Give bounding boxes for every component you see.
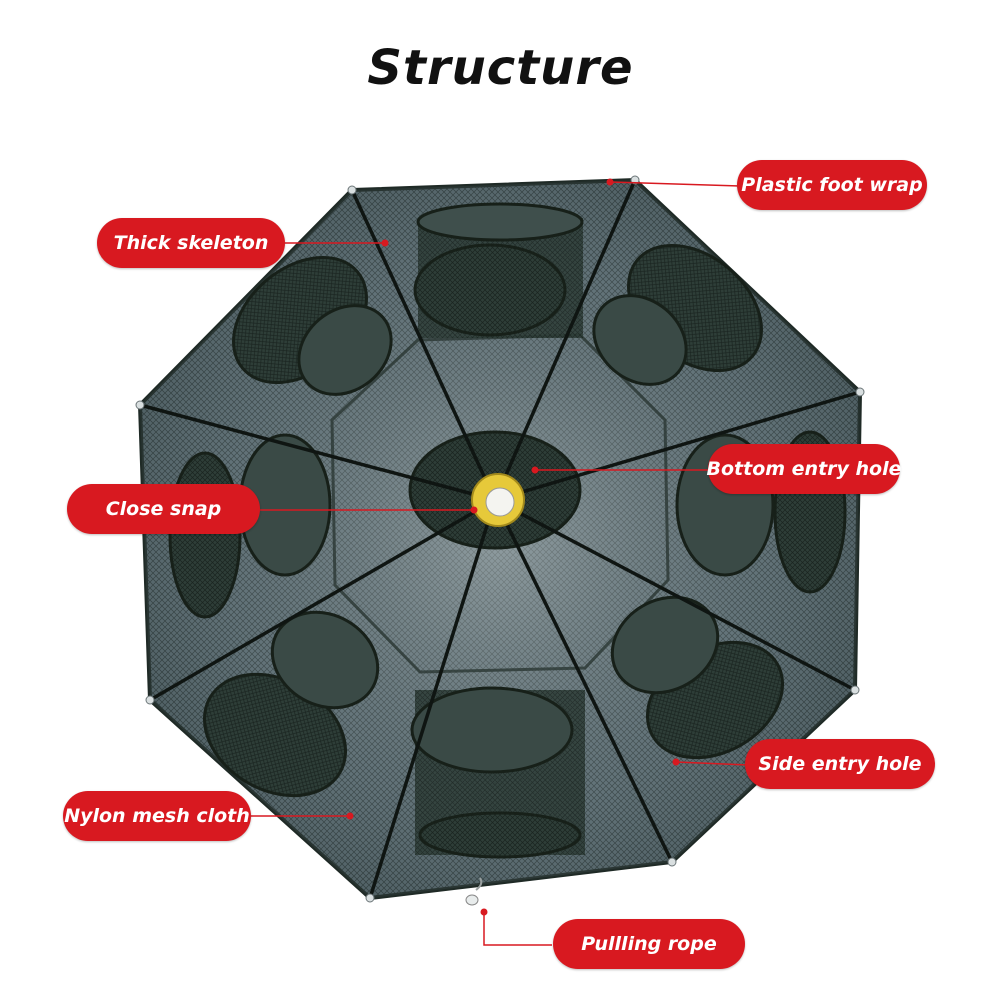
close-snap [471, 473, 525, 527]
label-thick-skeleton: Thick skeleton [97, 218, 285, 268]
label-bottom-entry-hole: Bottom entry hole [707, 444, 902, 494]
label-side-entry-hole: Side entry hole [745, 739, 935, 789]
label-pulling-rope: Pullling rope [553, 919, 745, 969]
funnel-top [413, 202, 584, 338]
label-nylon-mesh-cloth: Nylon mesh cloth [63, 791, 251, 841]
funnel-top-right [592, 243, 763, 386]
leader-dots [346, 178, 680, 916]
label-close-snap: Close snap [67, 484, 260, 534]
skeleton-ribs [139, 179, 861, 899]
funnel-bottom [410, 686, 585, 859]
label-plastic-foot-wrap: Plastic foot wrap [737, 160, 927, 210]
funnel-bottom-right [610, 595, 785, 760]
funnel-bottom-left [202, 610, 380, 798]
funnel-top-left [232, 255, 393, 396]
page-title: Structure [367, 40, 634, 96]
plastic-foot-caps [135, 175, 865, 903]
leader-lines [250, 181, 749, 946]
pulling-rope-hook [465, 877, 483, 906]
